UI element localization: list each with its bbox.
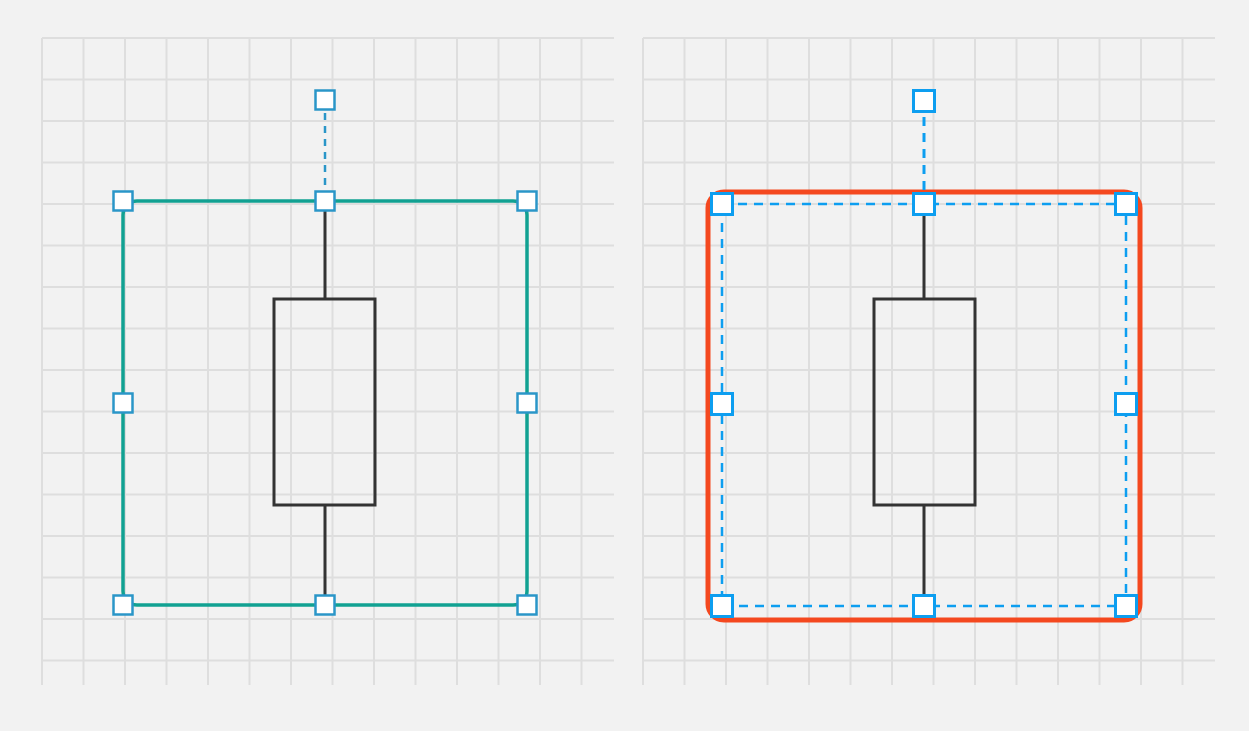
rotation-handle[interactable] xyxy=(912,89,936,113)
right-grid xyxy=(642,37,1215,685)
handle-middle-right[interactable] xyxy=(516,392,538,414)
panel-right xyxy=(705,89,1143,623)
handle-middle-left[interactable] xyxy=(710,392,734,416)
handle-top-right[interactable] xyxy=(516,190,538,212)
handle-top-right[interactable] xyxy=(1114,192,1138,216)
handle-middle-left[interactable] xyxy=(112,392,134,414)
handle-bottom-left[interactable] xyxy=(112,594,134,616)
handle-bottom-left[interactable] xyxy=(710,594,734,618)
inner-box-rect[interactable] xyxy=(872,297,977,507)
left-grid xyxy=(41,37,614,685)
background-grid xyxy=(41,37,1215,685)
handle-bottom-center[interactable] xyxy=(314,594,336,616)
rotation-handle[interactable] xyxy=(314,89,336,111)
handle-top-center[interactable] xyxy=(912,192,936,216)
inner-box-rect[interactable] xyxy=(272,297,377,507)
inner-box-whisker[interactable] xyxy=(272,201,377,605)
inner-box-whisker[interactable] xyxy=(872,204,977,606)
handle-top-center[interactable] xyxy=(314,190,336,212)
handle-top-left[interactable] xyxy=(112,190,134,212)
handle-middle-right[interactable] xyxy=(1114,392,1138,416)
handle-bottom-right[interactable] xyxy=(516,594,538,616)
handle-bottom-center[interactable] xyxy=(912,594,936,618)
handle-top-left[interactable] xyxy=(710,192,734,216)
handle-bottom-right[interactable] xyxy=(1114,594,1138,618)
panel-left xyxy=(112,89,538,616)
